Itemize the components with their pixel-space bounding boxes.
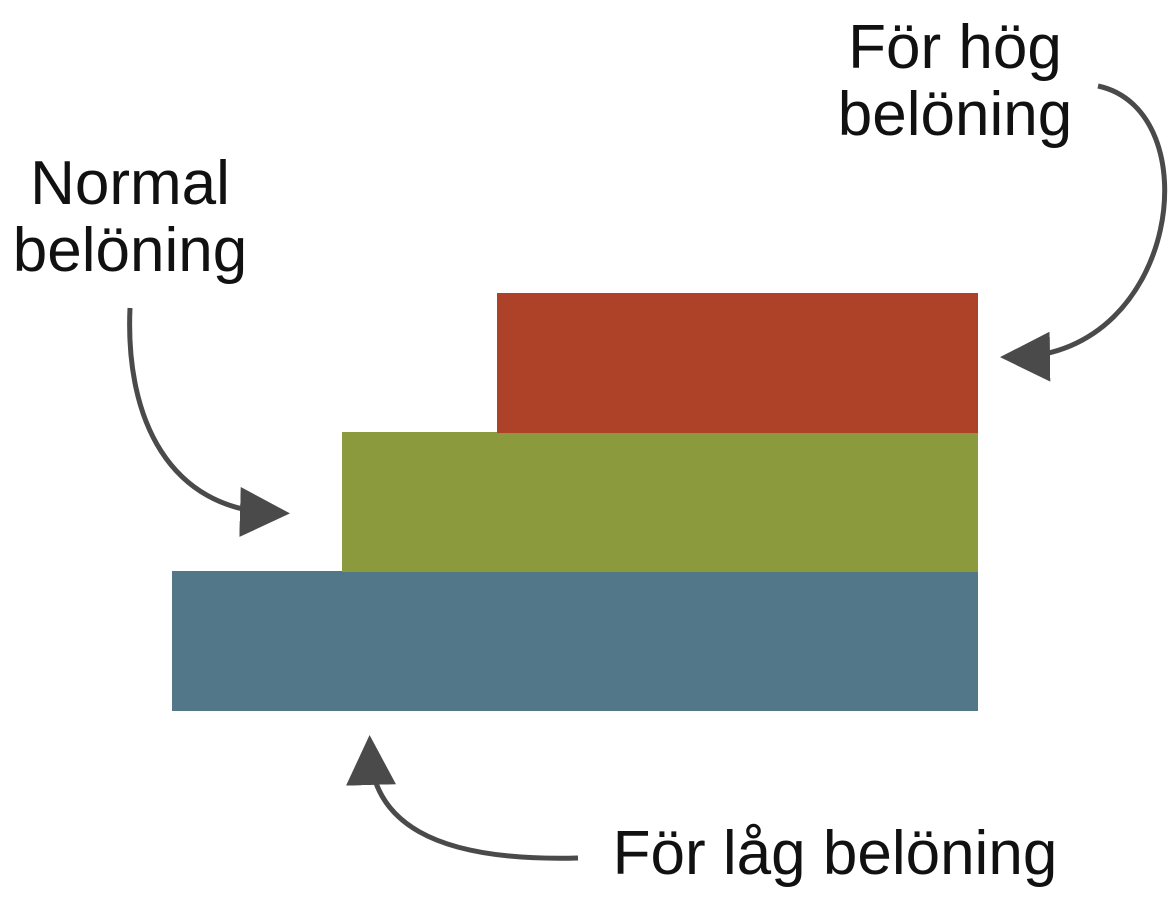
- high-arrow: [1000, 83, 1168, 382]
- normal-reward-label-line2: belöning: [12, 216, 248, 285]
- high-reward-label: För hög belöning: [820, 14, 1090, 148]
- low-arrow: [346, 735, 579, 861]
- low-reward-bar: [172, 571, 978, 711]
- high-reward-bar: [497, 293, 978, 433]
- low-reward-label: För låg belöning: [590, 820, 1080, 887]
- high-reward-label-line1: För hög: [848, 13, 1062, 82]
- normal-reward-bar: [342, 432, 978, 572]
- normal-reward-label-line1: Normal: [30, 149, 230, 218]
- high-reward-label-line2: belöning: [837, 80, 1073, 149]
- normal-reward-label: Normal belöning: [0, 150, 260, 284]
- normal-arrow: [127, 307, 290, 537]
- low-reward-label-line1: För låg belöning: [612, 819, 1058, 888]
